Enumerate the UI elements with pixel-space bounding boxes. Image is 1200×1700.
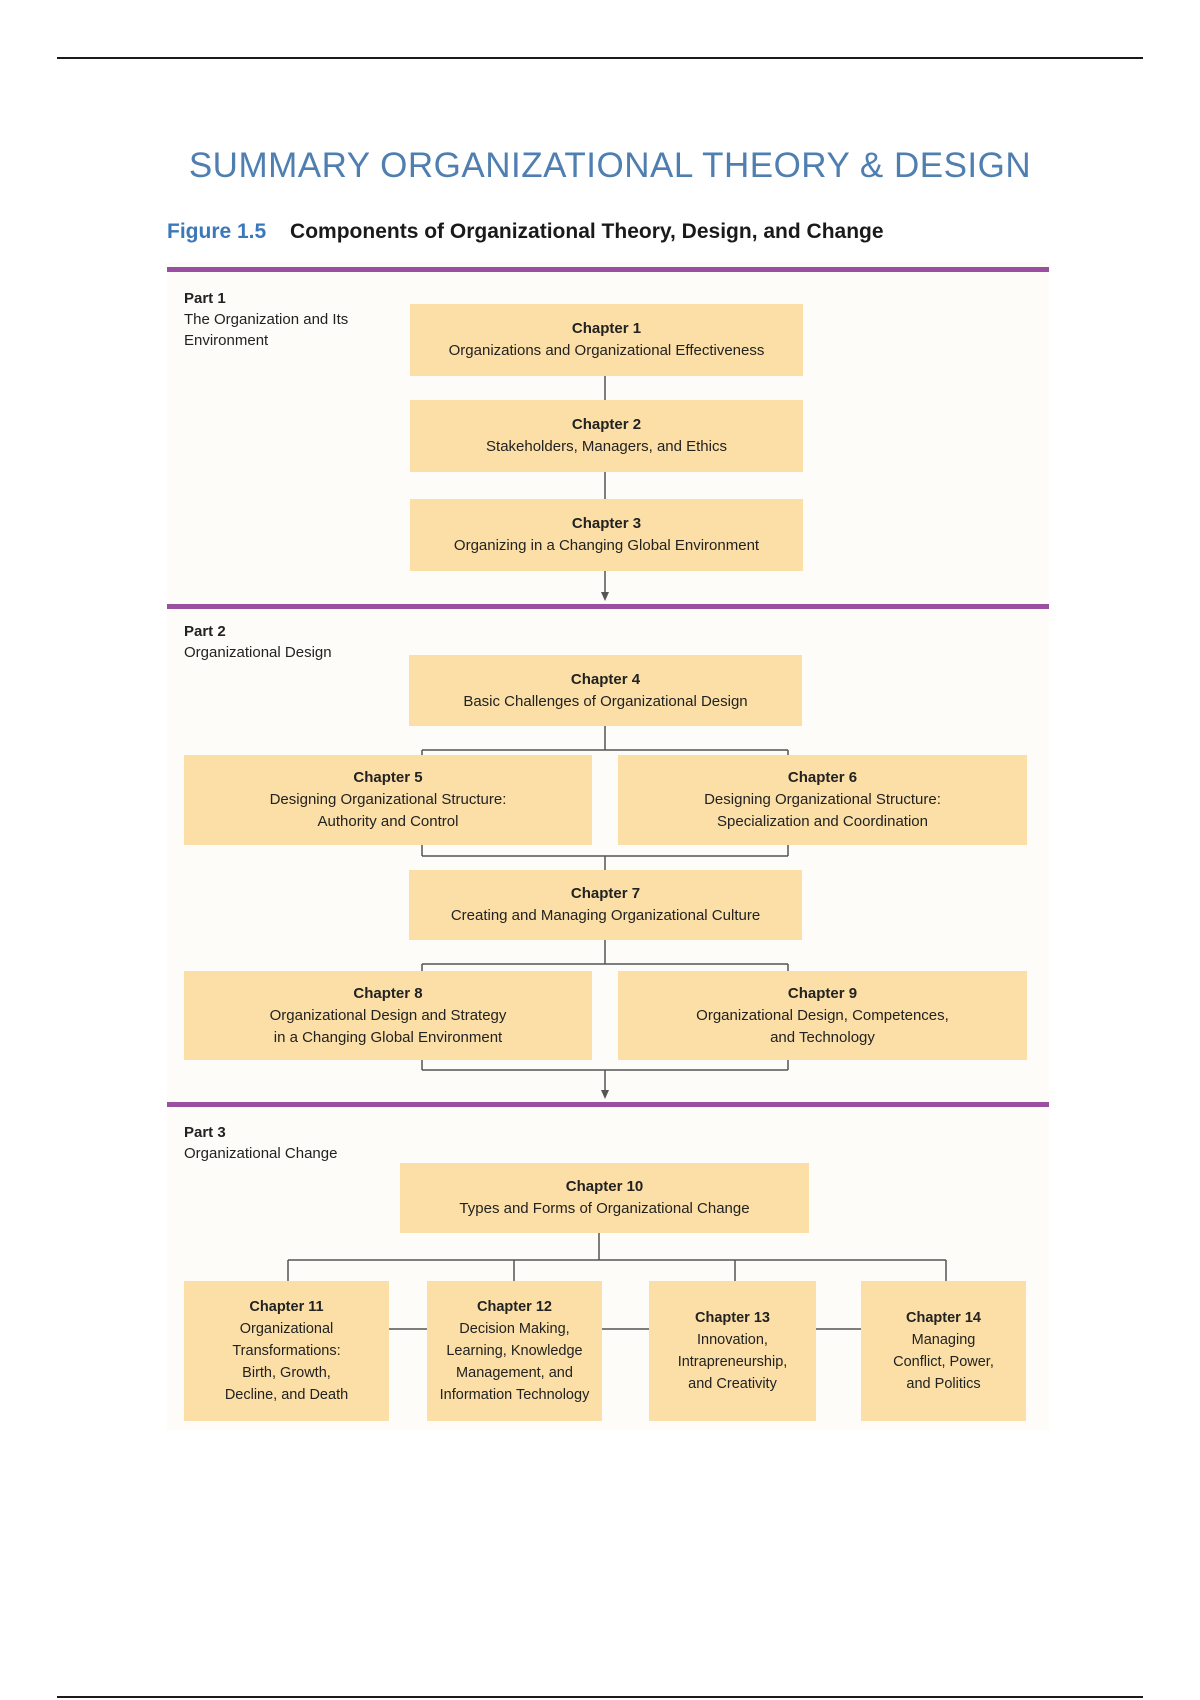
figure-title: Components of Organizational Theory, Des… xyxy=(290,220,884,243)
chapter-8-box: Chapter 8 Organizational Design and Stra… xyxy=(184,971,592,1060)
chapter-6-box: Chapter 6 Designing Organizational Struc… xyxy=(618,755,1027,845)
chapter-title: Chapter 7 xyxy=(570,885,641,902)
chapter-subtitle: Innovation, Intrapreneurship, and Creati… xyxy=(677,1332,788,1392)
chapter-title: Chapter 3 xyxy=(571,515,642,532)
divider-part-2 xyxy=(167,604,1049,609)
chapter-subtitle: Designing Organizational Structure: Auth… xyxy=(269,791,507,830)
chapter-title: Chapter 13 xyxy=(695,1310,770,1326)
chapter-subtitle: Organizational Design, Competences, and … xyxy=(696,1006,949,1046)
chapter-subtitle: Stakeholders, Managers, and Ethics xyxy=(486,438,727,455)
chapter-title: Chapter 12 xyxy=(477,1299,552,1315)
part-2-label: Part 2 Organizational Design xyxy=(184,621,404,663)
chapter-7-box: Chapter 7 Creating and Managing Organiza… xyxy=(409,870,802,940)
part-number: Part 1 xyxy=(184,290,226,307)
chapter-2-box: Chapter 2 Stakeholders, Managers, and Et… xyxy=(410,400,803,472)
chapter-1-box: Chapter 1 Organizations and Organization… xyxy=(410,304,803,376)
chapter-subtitle: Organizational Design and Strategy in a … xyxy=(269,1006,507,1046)
top-rule xyxy=(57,57,1143,59)
chapter-10-box: Chapter 10 Types and Forms of Organizati… xyxy=(400,1163,809,1233)
chapter-title: Chapter 5 xyxy=(353,769,423,786)
chapter-title: Chapter 10 xyxy=(565,1178,644,1195)
chapter-3-box: Chapter 3 Organizing in a Changing Globa… xyxy=(410,499,803,571)
chapter-5-box: Chapter 5 Designing Organizational Struc… xyxy=(184,755,592,845)
bottom-rule xyxy=(57,1696,1143,1698)
chapter-subtitle: Basic Challenges of Organizational Desig… xyxy=(463,692,748,710)
chapter-title: Chapter 14 xyxy=(906,1310,981,1326)
chapter-subtitle: Designing Organizational Structure: Spec… xyxy=(704,791,941,830)
figure-number: Figure 1.5 xyxy=(167,220,267,243)
document-title: SUMMARY ORGANIZATIONAL THEORY & DESIGN xyxy=(188,146,1032,185)
chapter-title: Chapter 9 xyxy=(787,984,858,1002)
divider-part-1 xyxy=(167,267,1049,272)
chapter-title: Chapter 4 xyxy=(570,670,641,688)
part-name: Organizational Change xyxy=(184,1145,338,1162)
part-number: Part 3 xyxy=(184,1124,226,1141)
chapter-title: Chapter 1 xyxy=(571,320,642,337)
part-3-label: Part 3 Organizational Change xyxy=(184,1122,404,1164)
chapter-title: Chapter 2 xyxy=(571,416,642,433)
chapter-11-box: Chapter 11 Organizational Transformation… xyxy=(184,1281,389,1421)
chapter-13-box: Chapter 13 Innovation, Intrapreneurship,… xyxy=(649,1281,816,1421)
part-name: Organizational Design xyxy=(184,644,332,661)
part-name: The Organization and Its Environment xyxy=(184,311,349,349)
chapter-subtitle: Managing Conflict, Power, and Politics xyxy=(893,1332,994,1392)
chapter-subtitle: Organizations and Organizational Effecti… xyxy=(448,342,765,359)
divider-part-3 xyxy=(167,1102,1049,1107)
chapter-subtitle: Organizational Transformations: Birth, G… xyxy=(224,1321,349,1403)
chapter-subtitle: Decision Making, Learning, Knowledge Man… xyxy=(439,1321,590,1403)
chapter-subtitle: Types and Forms of Organizational Change xyxy=(459,1200,750,1217)
chapter-4-box: Chapter 4 Basic Challenges of Organizati… xyxy=(409,655,802,726)
figure-caption: Figure 1.5 Components of Organizational … xyxy=(167,220,884,244)
chapter-subtitle: Creating and Managing Organizational Cul… xyxy=(450,907,761,924)
chapter-9-box: Chapter 9 Organizational Design, Compete… xyxy=(618,971,1027,1060)
chapter-subtitle: Organizing in a Changing Global Environm… xyxy=(453,537,760,554)
chapter-title: Chapter 8 xyxy=(353,984,423,1002)
part-number: Part 2 xyxy=(184,623,226,640)
chapter-14-box: Chapter 14 Managing Conflict, Power, and… xyxy=(861,1281,1026,1421)
chapter-title: Chapter 6 xyxy=(787,769,858,786)
chapter-12-box: Chapter 12 Decision Making, Learning, Kn… xyxy=(427,1281,602,1421)
chapter-title: Chapter 11 xyxy=(249,1299,324,1315)
part-1-label: Part 1 The Organization and Its Environm… xyxy=(184,288,374,351)
